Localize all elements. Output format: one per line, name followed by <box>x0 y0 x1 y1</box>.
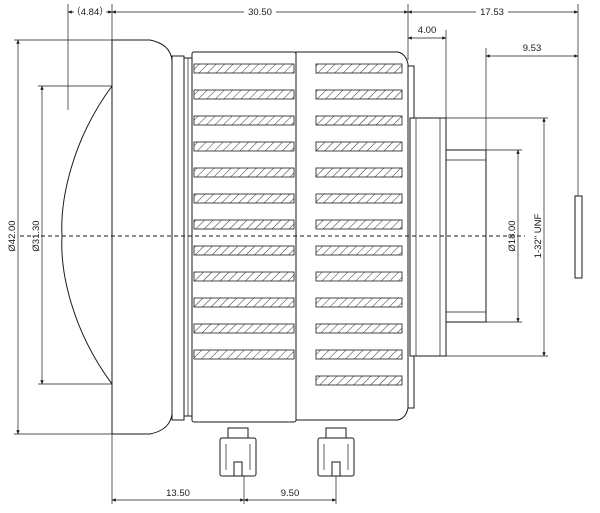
knurl-band <box>315 323 403 334</box>
focus-knurling <box>193 63 295 360</box>
knurl-band <box>193 115 295 126</box>
iris-knurling <box>315 63 403 386</box>
sensor-plane <box>574 195 583 279</box>
dim-back-focus: （4.84） <box>71 6 109 18</box>
knurl-band <box>193 141 295 152</box>
knurl-band <box>315 271 403 282</box>
dim-iris-screw: 9.50 <box>281 488 300 499</box>
knurl-band <box>193 245 295 256</box>
dim-mount-length: 17.53 <box>480 7 504 18</box>
knurl-band <box>315 115 403 126</box>
knurl-band <box>193 167 295 178</box>
focus-ring <box>191 51 297 423</box>
knurl-band <box>315 219 403 230</box>
dim-overall-length: 30.50 <box>248 7 272 18</box>
knurl-band <box>315 89 403 100</box>
knurl-band <box>315 193 403 204</box>
focus-set-screw <box>219 427 257 477</box>
dim-front-glass-diameter: Ø31.30 <box>31 220 42 251</box>
front-barrel <box>111 39 173 435</box>
dim-focus-screw: 13.50 <box>166 488 190 499</box>
dim-mount-thread-length: 9.53 <box>523 43 542 54</box>
dim-mount-step: 4.00 <box>418 25 437 36</box>
dim-front-diameter: Ø42.00 <box>7 220 18 251</box>
knurl-band <box>193 219 295 230</box>
knurl-band <box>315 141 403 152</box>
knurl-band <box>315 245 403 256</box>
knurl-band <box>193 193 295 204</box>
iris-set-screw <box>317 427 355 477</box>
knurl-band <box>193 63 295 74</box>
knurl-band <box>193 323 295 334</box>
dim-mount-inner-diameter: Ø18.00 <box>507 220 518 251</box>
front-glass-dome <box>61 85 113 385</box>
knurl-band <box>315 167 403 178</box>
dim-mount-thread: 1-32" UNF <box>533 214 544 259</box>
knurl-band <box>193 349 295 360</box>
rear-tube <box>445 149 487 323</box>
knurl-band <box>315 297 403 308</box>
knurl-band <box>193 89 295 100</box>
collar-ring <box>171 55 185 421</box>
dimension-labels: （4.84） 30.50 17.53 4.00 9.53 Ø42.00 Ø31.… <box>7 5 544 499</box>
knurl-band <box>315 375 403 386</box>
extension-lines <box>14 4 579 504</box>
knurl-band <box>193 271 295 282</box>
knurl-band <box>315 63 403 74</box>
mount-thread <box>409 117 447 357</box>
knurl-band <box>193 297 295 308</box>
knurl-band <box>315 349 403 360</box>
